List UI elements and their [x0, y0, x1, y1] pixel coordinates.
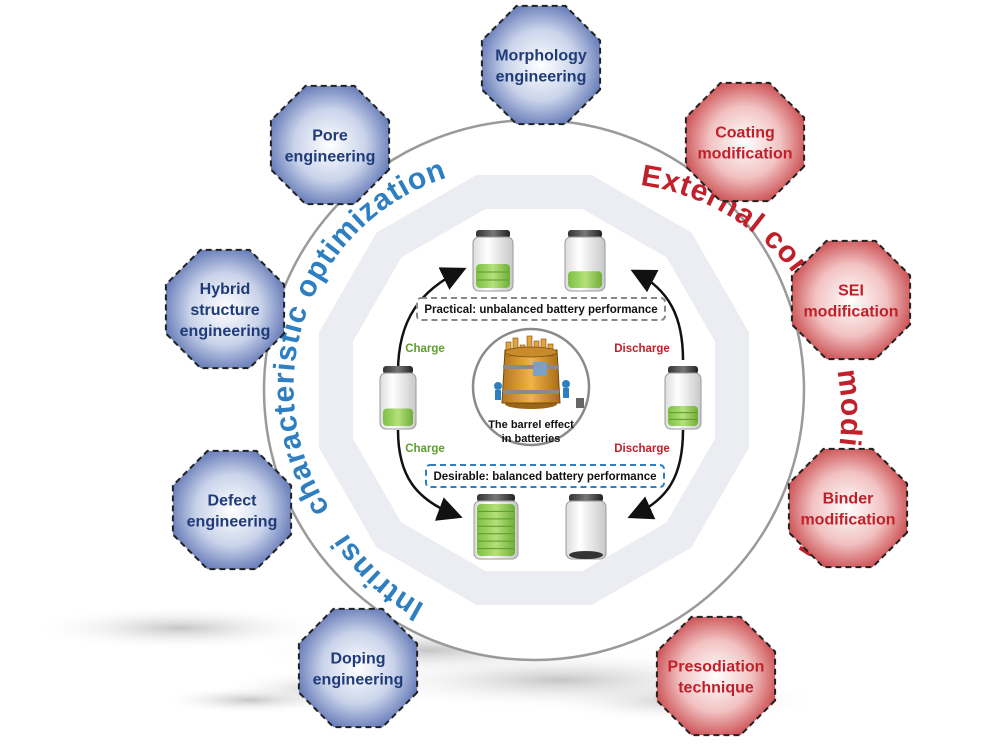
- reflection-blob: [30, 606, 330, 650]
- node-octagon: [269, 84, 391, 206]
- battery-charge-level: [668, 406, 698, 426]
- arrow-bottom-left: [396, 429, 463, 521]
- battery-charge-level: [568, 271, 602, 288]
- node-label-line: engineering: [285, 149, 376, 166]
- barrel-caption-line2: in batteries: [502, 433, 561, 445]
- practical-banner-text: Practical: unbalanced battery performanc…: [424, 304, 657, 316]
- inner-dodecagon-ring: [319, 175, 749, 605]
- node-octagon: [790, 239, 912, 361]
- node-octagon: [684, 81, 806, 203]
- node-sei: SEI modification: [790, 239, 912, 361]
- battery-cap: [477, 494, 515, 502]
- node-label-line: engineering: [180, 323, 271, 340]
- node-octagon: [480, 4, 602, 126]
- battery-bottom-left: [473, 494, 519, 560]
- barrel-caption-line1: The barrel effect: [488, 419, 574, 431]
- practical-banner-box: [416, 297, 666, 321]
- strategy-nodes: MorphologyengineeringPoreengineeringHybr…: [164, 4, 912, 737]
- battery-left: [379, 366, 417, 430]
- node-label-line: Doping: [330, 651, 385, 668]
- battery-cap: [569, 494, 603, 502]
- desirable-banner-box: [425, 464, 665, 488]
- node-label-line: modification: [697, 146, 792, 163]
- barrel-illustration: [494, 335, 584, 409]
- node-octagon: [164, 248, 286, 370]
- node-label-line: Pore: [312, 128, 348, 145]
- node-octagon: [297, 607, 419, 729]
- arrow-top-right: [630, 269, 685, 361]
- node-defect: Defect engineering: [171, 449, 293, 571]
- node-label-line: engineering: [313, 672, 404, 689]
- battery-charge-level: [476, 264, 510, 288]
- battery-cap: [568, 230, 602, 238]
- battery-right: [664, 366, 702, 430]
- battery-empty-level: [569, 551, 603, 559]
- battery-group: [379, 230, 702, 560]
- battery-charge-level: [383, 408, 413, 426]
- node-label-line: modification: [803, 304, 898, 321]
- node-label-line: Binder: [823, 491, 874, 508]
- battery-bottom-right: [565, 494, 607, 560]
- node-label-line: Defect: [208, 493, 258, 510]
- node-label-line: Coating: [715, 125, 775, 142]
- node-octagon: [787, 447, 909, 569]
- node-pore: Pore engineering: [269, 84, 391, 206]
- battery-body: [565, 500, 607, 560]
- reflection-blob: [160, 686, 340, 714]
- battery-charge-level: [477, 504, 515, 556]
- charge-label-bottom: Charge: [405, 443, 445, 455]
- node-label-line: structure: [190, 302, 259, 319]
- arrow-top-left: [396, 267, 467, 373]
- battery-cap: [476, 230, 510, 238]
- node-label-line: engineering: [496, 69, 587, 86]
- battery-top-right: [564, 230, 606, 292]
- node-hybrid: Hybrid structure engineering: [164, 248, 286, 370]
- battery-cap: [668, 366, 698, 374]
- node-octagon: [171, 449, 293, 571]
- node-label-line: SEI: [838, 283, 864, 300]
- node-morphology: Morphology engineering: [480, 4, 602, 126]
- charge-label-top: Charge: [405, 343, 445, 355]
- node-label-line: Morphology: [495, 48, 587, 65]
- arrow-bottom-right: [627, 429, 685, 520]
- node-label-line: technique: [678, 680, 754, 697]
- node-coating: Coating modification: [684, 81, 806, 203]
- node-label-line: Presodiation: [668, 659, 765, 676]
- node-binder: Binder modification: [787, 447, 909, 569]
- node-presodiation: Presodiation technique: [655, 615, 777, 737]
- node-label-line: engineering: [187, 514, 278, 531]
- node-label-line: modification: [800, 512, 895, 529]
- node-octagon: [655, 615, 777, 737]
- discharge-label-bottom: Discharge: [614, 443, 670, 455]
- battery-top-left: [472, 230, 514, 292]
- node-doping: Doping engineering: [297, 607, 419, 729]
- battery-cap: [383, 366, 413, 374]
- node-label-line: Hybrid: [200, 281, 251, 298]
- desirable-banner-text: Desirable: balanced battery performance: [433, 471, 656, 483]
- discharge-label-top: Discharge: [614, 343, 670, 355]
